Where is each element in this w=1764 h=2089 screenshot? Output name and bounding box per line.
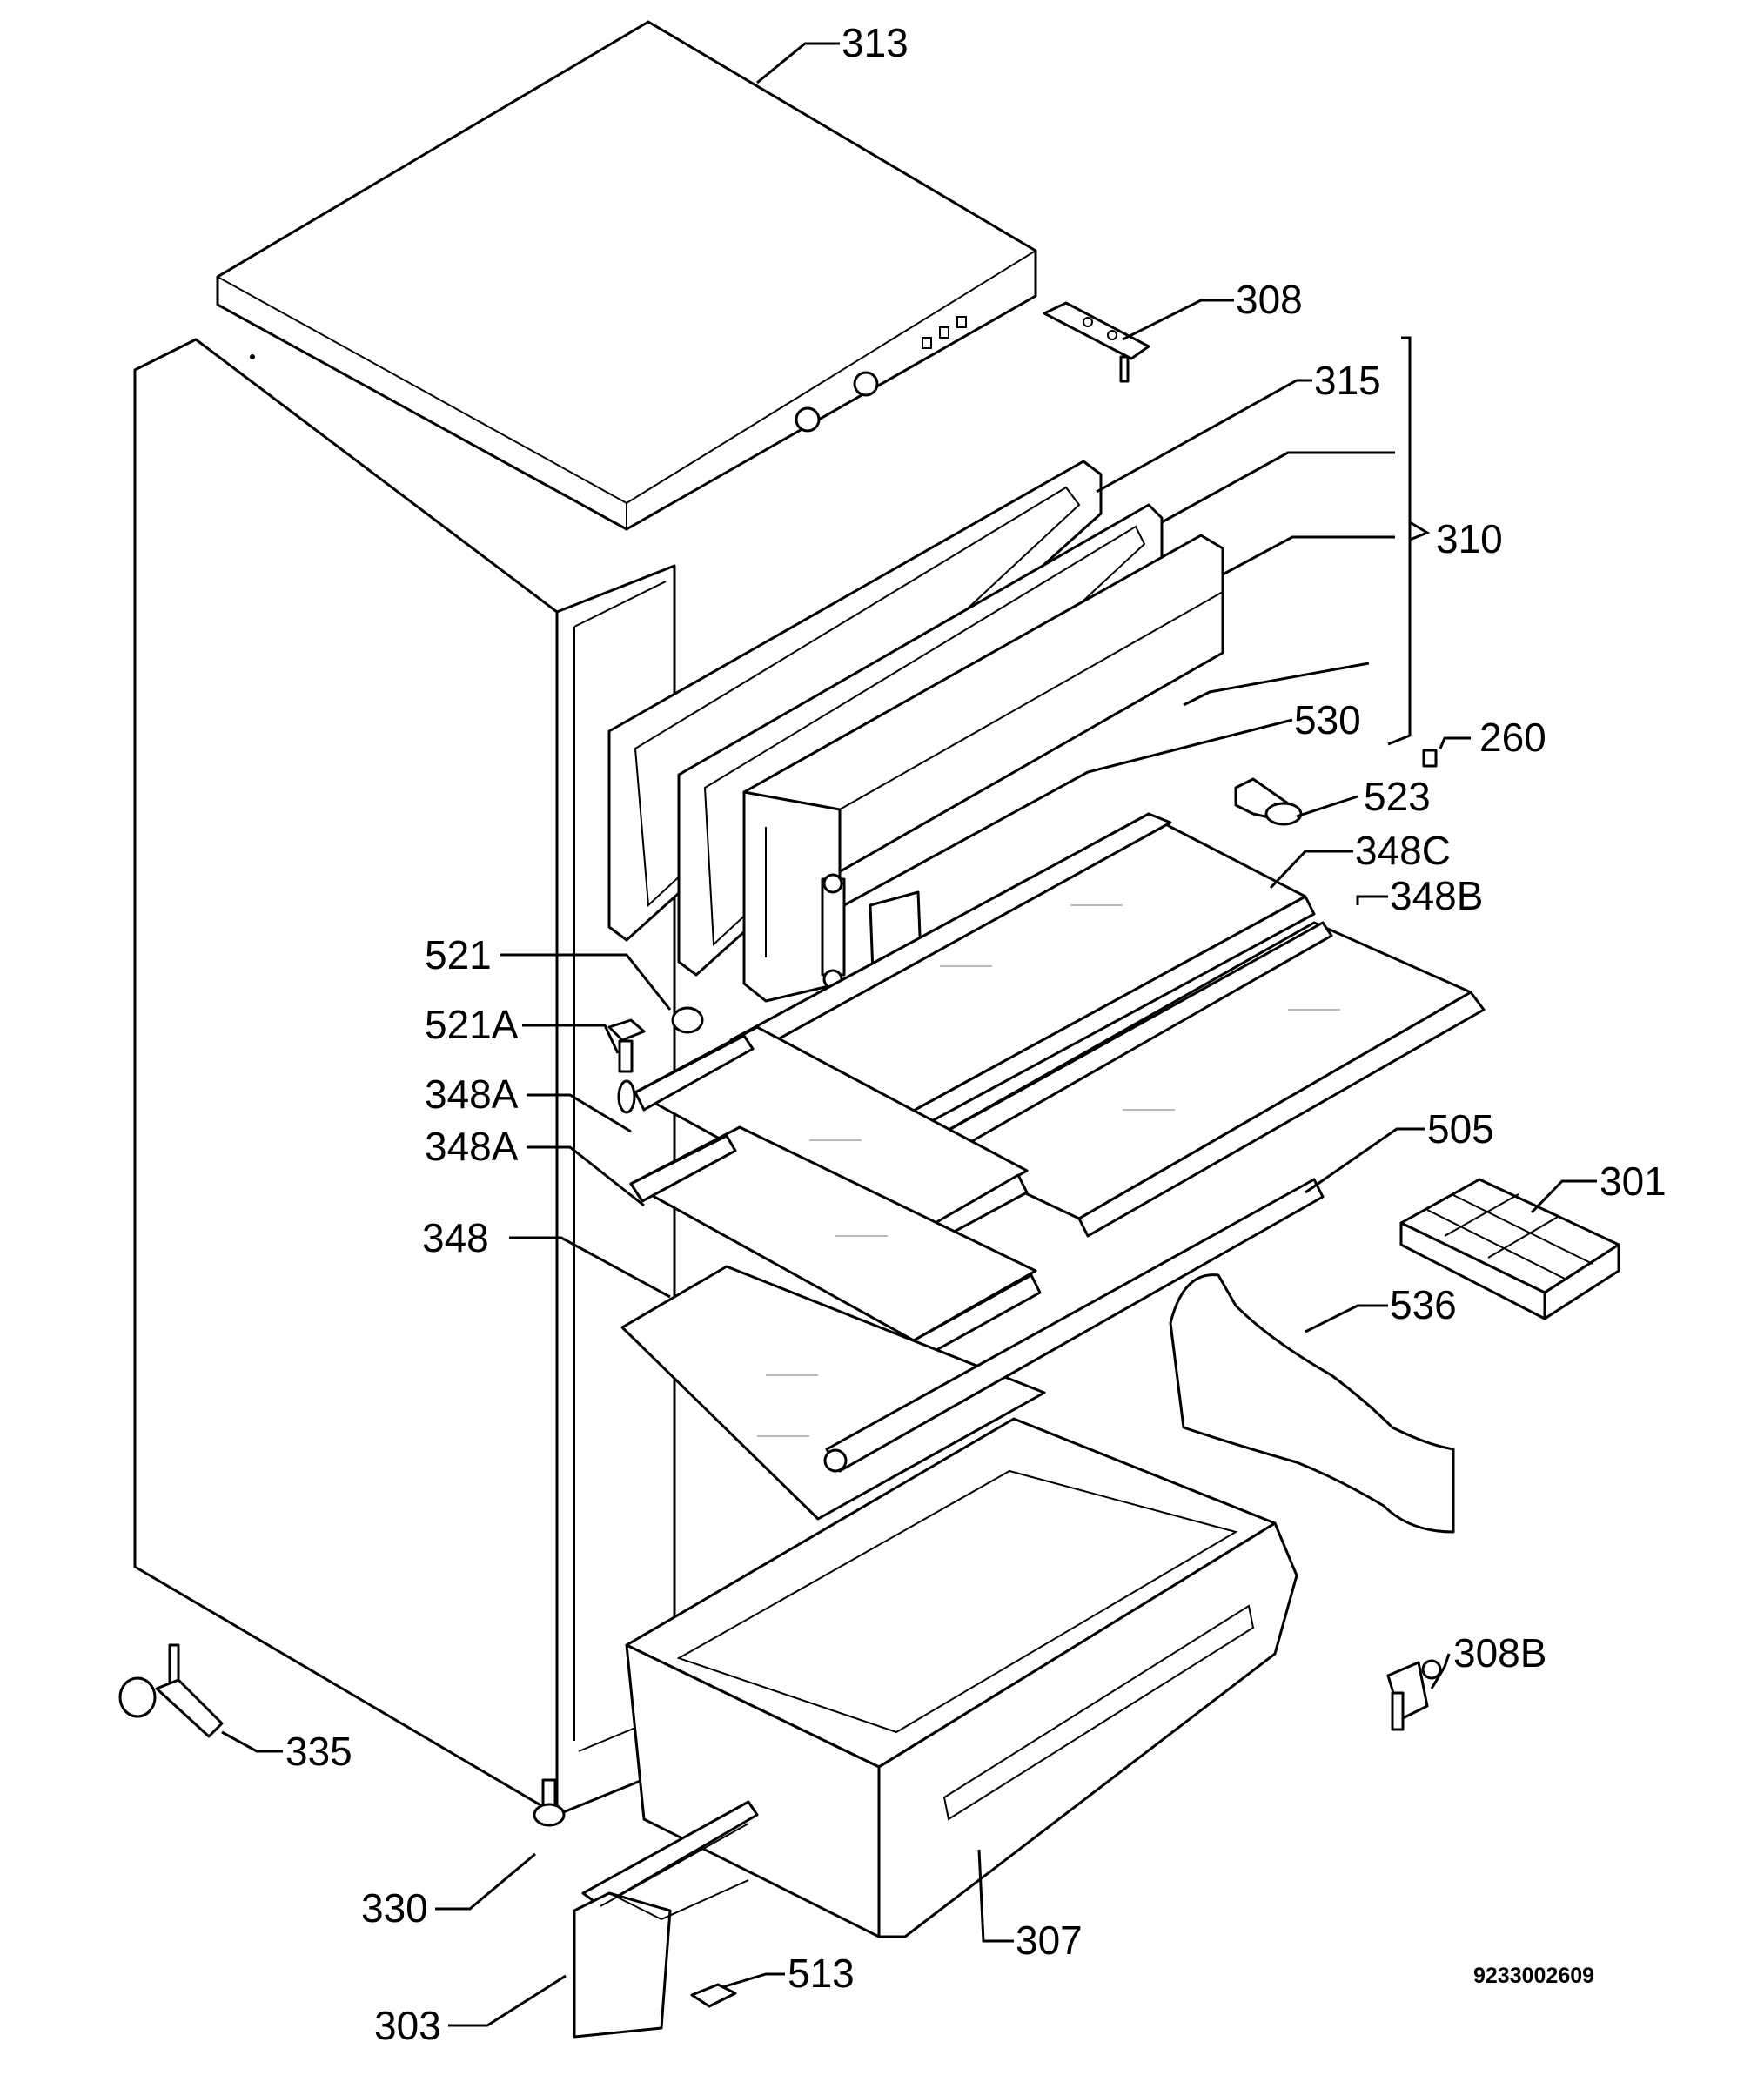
bottle-rack-536: [1169, 1273, 1455, 1534]
callout-348A-lower: 348A: [425, 1124, 519, 1169]
lamp-holder-521A: [607, 1018, 646, 1114]
callout-521: 521: [425, 932, 492, 977]
freezer-flap-door: [742, 534, 1224, 1003]
top-hinge-308: [1043, 301, 1150, 383]
hinge-308B: [1386, 1659, 1442, 1731]
callout-308B: 308B: [1453, 1630, 1546, 1676]
leader-lines: [221, 42, 1597, 2027]
callout-313: 313: [842, 20, 909, 65]
screw-330: [533, 1778, 566, 1827]
callout-labels: 313 308 315 310 530 260 523 348C 348B 52…: [285, 20, 1667, 2048]
glass-shelf-348: [620, 1265, 1046, 1521]
callout-303: 303: [374, 2003, 441, 2048]
callout-260: 260: [1479, 715, 1546, 760]
callout-310: 310: [1436, 516, 1503, 561]
callout-505: 505: [1427, 1106, 1494, 1152]
callout-307: 307: [1016, 1918, 1083, 1963]
callout-348B: 348B: [1390, 873, 1483, 918]
door-bracket-310: [1387, 336, 1431, 746]
top-cover-313: [216, 20, 1037, 531]
bottom-hinge-335: [118, 1643, 224, 1738]
shelf-348B: [921, 921, 1486, 1238]
callout-335: 335: [285, 1729, 352, 1774]
callout-523: 523: [1364, 774, 1431, 819]
callout-536: 536: [1390, 1282, 1457, 1327]
callout-348: 348: [422, 1215, 489, 1260]
ice-tray-301: [1399, 1178, 1620, 1320]
cabinet-body: [133, 338, 676, 1817]
crisper-drawer-307: [625, 1417, 1298, 1938]
callout-348A-upper: 348A: [425, 1071, 519, 1117]
callout-348C: 348C: [1355, 828, 1451, 873]
callout-530: 530: [1294, 697, 1361, 742]
document-number: 9233002609: [1473, 1964, 1594, 1988]
shelf-strip-505: [823, 1178, 1325, 1473]
callout-301: 301: [1600, 1159, 1667, 1204]
plinth-303: [573, 1800, 759, 2039]
callout-315: 315: [1314, 358, 1381, 403]
lamp-cover-521: [671, 1006, 704, 1034]
part-260: [1422, 749, 1438, 768]
part-513: [690, 1983, 737, 2008]
callout-513: 513: [788, 1951, 855, 1996]
callout-330: 330: [361, 1885, 428, 1931]
part-523: [1234, 777, 1303, 826]
callout-308: 308: [1236, 277, 1303, 322]
shelf-348C: [729, 812, 1316, 1142]
callout-521A: 521A: [425, 1002, 519, 1047]
